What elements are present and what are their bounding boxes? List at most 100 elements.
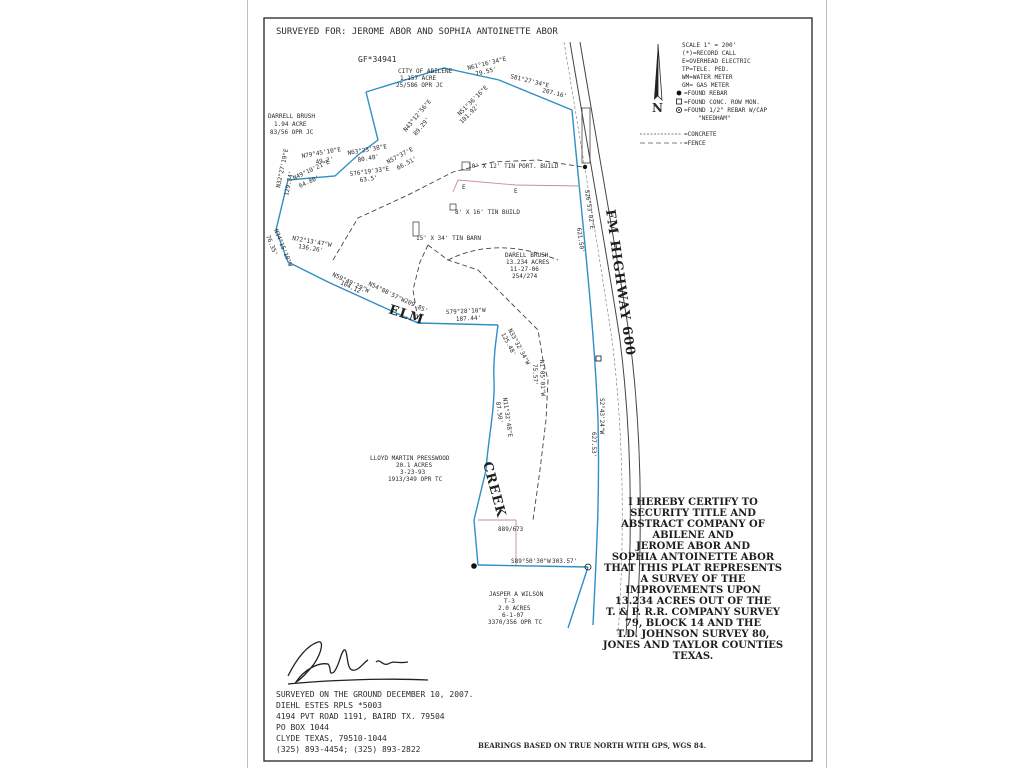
bearing-label: S26°53'02"E <box>583 189 596 230</box>
legend-item: E=OVERHEAD ELECTRIC <box>682 58 751 65</box>
parcel-text: 83/56 OPR JC <box>270 129 314 136</box>
legend-item: "NEEDHAM" <box>698 115 731 122</box>
surveyor-signature <box>287 641 429 685</box>
creek-label: CREEK <box>479 460 508 519</box>
electric-e-label: E <box>462 184 466 191</box>
parcel-text: 3-23-93 <box>400 469 426 476</box>
electric-e-label: E <box>514 188 518 195</box>
parcel-text: 13.234 ACRES <box>506 259 550 266</box>
parcel-text: T-3 <box>504 598 515 605</box>
cert-line: JONES AND TAYLOR COUNTIES <box>602 640 783 651</box>
bearing-label: 87.50' <box>494 401 504 423</box>
conc-monument-icon <box>676 98 682 105</box>
parcel-labels: CITY OF ABILENE 1.157 ACRE 25/586 OPR JC… <box>268 68 550 626</box>
parcel-text: DARRELL BRUSH <box>268 113 315 120</box>
bearing-label: S2°43'24"W <box>598 398 605 435</box>
parcel-text: CITY OF ABILENE <box>398 68 453 75</box>
legend-item: GM= GAS METER <box>682 82 729 89</box>
bearing-label: 75.57' <box>531 364 539 386</box>
cert-line: IMPROVEMENTS UPON <box>625 585 761 596</box>
surveyor-line: 4194 PVT ROAD 1191, BAIRD TX. 79504 <box>276 712 445 721</box>
build1-label: 10' X 12' TIN PORT. BUILD <box>468 163 559 170</box>
bearing-basis-note: BEARINGS BASED ON TRUE NORTH WITH GPS, W… <box>478 741 706 750</box>
cert-line: T. & P. R.R. COMPANY SURVEY <box>606 607 781 618</box>
legend-item: (*)=RECORD CALL <box>682 50 737 57</box>
cert-line: SOPHIA ANTOINETTE ABOR <box>612 552 775 563</box>
legend-item: WM=WATER METER <box>682 74 733 81</box>
parcel-text: LLOYD MARTIN PRESSWOOD <box>370 455 450 462</box>
parcel-text: 11-27-06 <box>510 266 539 273</box>
legend-item: =FOUND CONC. ROW MON. <box>684 99 760 106</box>
parcel-text: 6-1-07 <box>502 612 524 619</box>
surveyor-line: SURVEYED ON THE GROUND DECEMBER 10, 2007… <box>276 690 473 699</box>
cert-line: 13.234 ACRES OUT OF THE <box>615 596 772 607</box>
surveyor-line: PO BOX 1044 <box>276 723 329 732</box>
surveyor-info: SURVEYED ON THE GROUND DECEMBER 10, 2007… <box>276 690 473 754</box>
bearings: N61°16'34"E 79.55' S81°27'34"E 207.16' N… <box>264 55 605 565</box>
surveyor-line: (325) 893-4454; (325) 893-2822 <box>276 745 421 754</box>
parcel-text: 2.0 ACRES <box>498 605 531 612</box>
parcel-text: DARELL BRUSH <box>505 252 549 259</box>
found-rebar-icon <box>676 90 682 96</box>
electric-line <box>452 179 581 193</box>
parcel-text: JASPER A WILSON <box>489 591 544 598</box>
cert-line: TEXAS. <box>673 651 714 662</box>
header-title: SURVEYED FOR: JEROME ABOR AND SOPHIA ANT… <box>276 27 558 37</box>
bearing-label: S79°28'10"W <box>446 307 486 316</box>
cert-line: THAT THIS PLAT REPRESENTS <box>604 563 782 574</box>
plat-sheet: SURVEYED FOR: JEROME ABOR AND SOPHIA ANT… <box>247 0 827 768</box>
cert-line: 79, BLOCK 14 AND THE <box>625 618 762 629</box>
surveyor-line: CLYDE TEXAS, 79510-1044 <box>276 734 387 743</box>
cert-line: T.D. JOHNSON SURVEY 80, <box>617 629 770 640</box>
cert-line: I HEREBY CERTIFY TO <box>628 497 758 508</box>
bearing-label: S89°50'30"W <box>511 558 551 565</box>
legend-scale: SCALE 1" = 200' <box>682 42 736 49</box>
north-arrow-icon: N <box>652 43 663 115</box>
parcel-text: 20.1 ACRES <box>396 462 433 469</box>
legend-item: TP=TELE. PED. <box>682 66 729 73</box>
structures: 10' X 12' TIN PORT. BUILD 8' X 16' TIN B… <box>412 161 559 242</box>
legend: SCALE 1" = 200' (*)=RECORD CALL E=OVERHE… <box>640 42 767 147</box>
bearing-label: 80.48' <box>357 153 380 164</box>
parcel-text: 3370/356 OPR TC <box>488 619 543 626</box>
bearing-label: 303.57' <box>552 558 577 565</box>
bearing-label: N1°05'01"W <box>538 360 546 397</box>
barn-label: 15' X 34' TIN BARN <box>416 235 481 242</box>
svg-text:N: N <box>652 101 663 115</box>
cert-line: A SURVEY OF THE <box>640 574 746 585</box>
certification: I HEREBY CERTIFY TO SECURITY TITLE AND A… <box>602 497 783 662</box>
bearing-label: 627.53' <box>590 432 597 457</box>
parcel-text: 1913/349 OPR TC <box>388 476 443 483</box>
legend-concrete: =CONCRETE <box>684 131 717 138</box>
boundary <box>275 67 600 629</box>
bearing-label: 207.16' <box>542 87 568 100</box>
surveyor-line: DIEHL ESTES RPLS *5003 <box>276 701 382 710</box>
plat-drawing: SURVEYED FOR: JEROME ABOR AND SOPHIA ANT… <box>263 17 813 762</box>
gf-number: GF*34941 <box>358 55 397 64</box>
cert-line: ABILENE AND <box>651 530 734 541</box>
row-monument-icon <box>595 355 602 362</box>
bearing-label: 63.5' <box>359 175 378 184</box>
bearing-label: 187.44' <box>456 315 482 323</box>
parcel-text: 25/586 OPR JC <box>396 82 443 89</box>
legend-fence: =FENCE <box>684 140 706 147</box>
cert-line: JEROME ABOR AND <box>635 541 750 552</box>
bearing-label: N54°08'57"W <box>367 281 406 305</box>
bearing-label: 889/673 <box>498 526 524 533</box>
corner-rebar-icon <box>582 164 588 170</box>
corner-rebar-icon <box>471 563 477 569</box>
parcel-text: 254/274 <box>512 273 538 280</box>
legend-item: =FOUND 1/2" REBAR W/CAP <box>684 107 767 114</box>
road-name: FM HIGHWAY 600 <box>602 208 637 357</box>
corner-cap-icon <box>584 563 592 571</box>
parcel-text: 1.94 ACRE <box>274 121 307 128</box>
bearing-label: 49.2' <box>315 156 334 166</box>
legend-item: =FOUND REBAR <box>684 90 728 97</box>
plat-border <box>263 17 813 762</box>
bearing-label: 136.26' <box>298 243 324 254</box>
fences <box>332 159 584 521</box>
build2-label: 8' X 16' TIN BUILD <box>455 209 520 216</box>
rebar-cap-icon <box>675 107 682 114</box>
highway: FM HIGHWAY 600 <box>563 41 641 636</box>
bearing-label: 621.50' <box>575 227 585 253</box>
